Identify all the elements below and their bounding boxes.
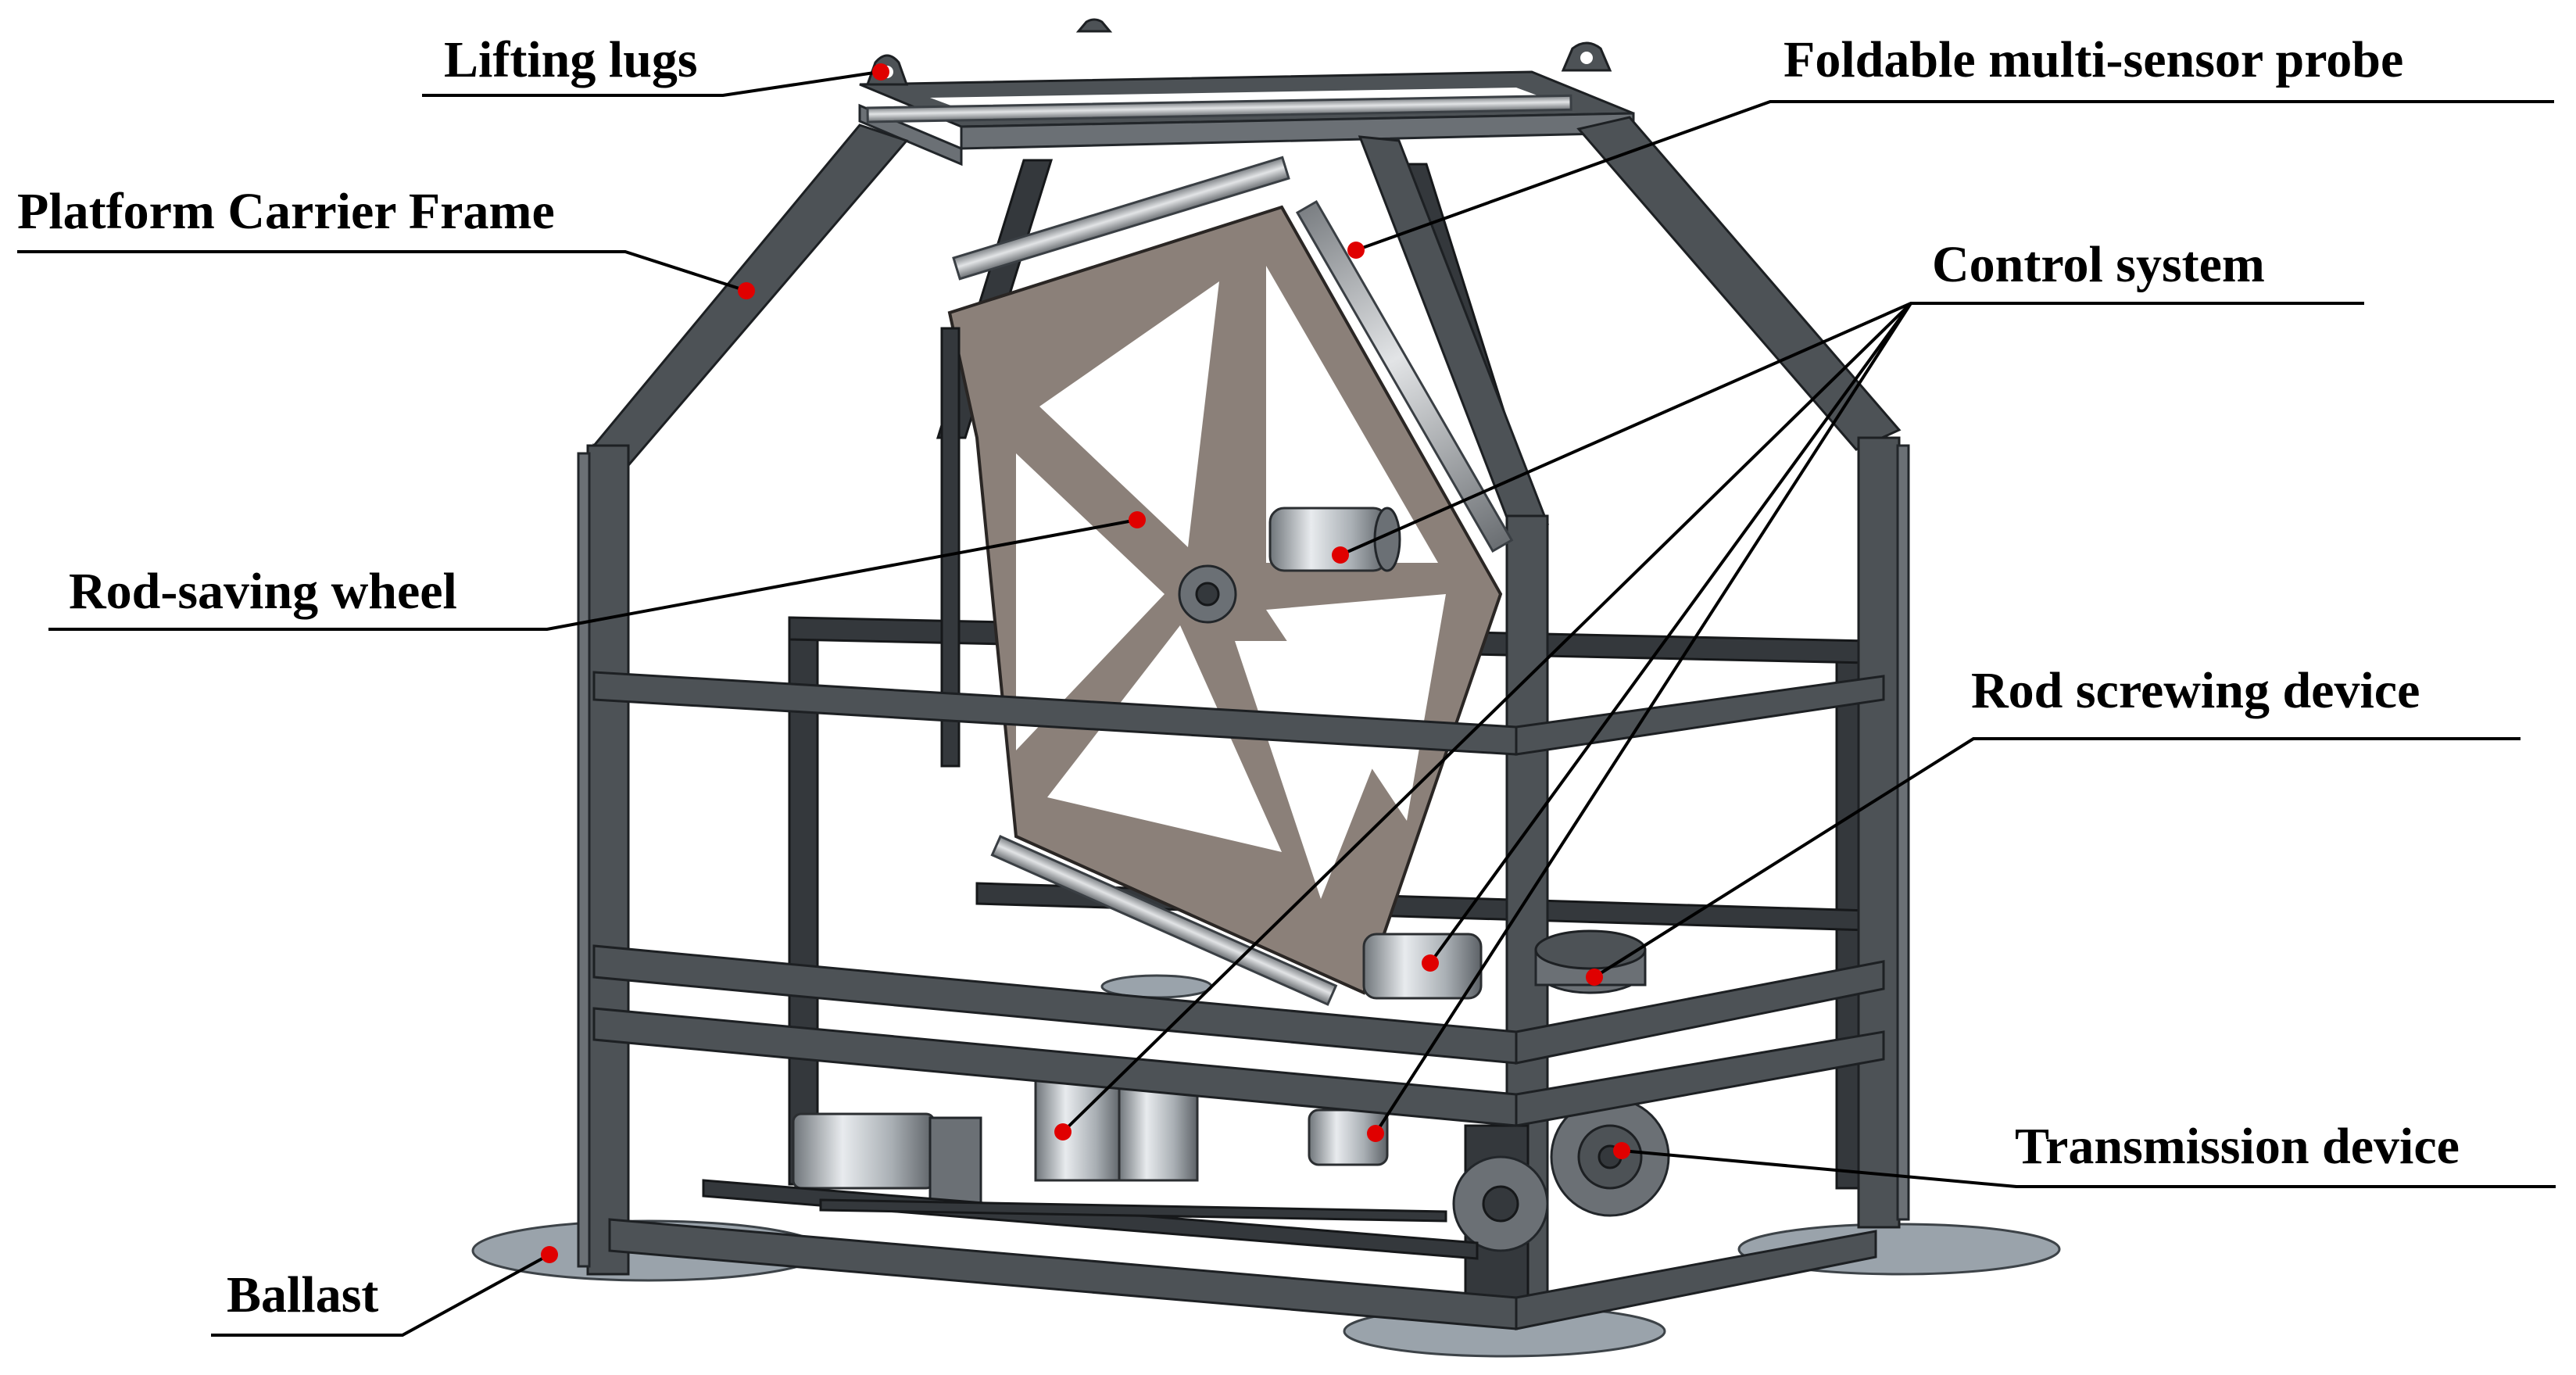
marker-platform-frame — [738, 282, 755, 299]
label-platform-frame: Platform Carrier Frame — [17, 183, 555, 240]
tier-beams — [592, 671, 1885, 1330]
leader-control-3 — [1429, 302, 1912, 965]
marker-control-mid — [1422, 954, 1439, 972]
label-transmission: Transmission device — [2015, 1118, 2460, 1175]
probe-tube-right — [1295, 199, 1514, 553]
beam-middle-side — [1515, 960, 1885, 1065]
leader-control-2 — [1061, 302, 1912, 1133]
marker-control-upper — [1332, 546, 1349, 564]
marker-dots — [541, 63, 1630, 1263]
lifting-lug-rear — [1075, 18, 1113, 33]
post-front-left — [586, 444, 630, 1276]
leader-lines — [17, 70, 2556, 1337]
marker-control-low — [1054, 1123, 1072, 1140]
rear-post-left — [788, 636, 819, 1186]
label-foldable-probe: Foldable multi-sensor probe — [1784, 31, 2403, 88]
marker-foldable-probe — [1347, 242, 1365, 259]
label-rod-saving-wheel: Rod-saving wheel — [69, 563, 457, 620]
top-frame — [858, 18, 1635, 167]
post-front-right — [1857, 436, 1901, 1229]
transmission-device — [1452, 1097, 1670, 1299]
leader-platform-frame — [17, 250, 747, 292]
marker-lifting-lugs — [872, 63, 889, 81]
beam-upper-side — [1515, 675, 1885, 756]
label-lifting-lugs: Lifting lugs — [444, 31, 698, 88]
top-frame-tube — [866, 94, 1572, 124]
leader-rod-saving-wheel — [48, 518, 1138, 631]
probe-tube-bottom — [990, 835, 1338, 1006]
marker-rod-saving-wheel — [1129, 511, 1146, 528]
marker-rod-screwing — [1586, 969, 1603, 986]
probe-tube-top — [952, 156, 1290, 281]
hex-diagonal-right — [1576, 116, 1902, 451]
leader-foldable-probe — [1355, 100, 2554, 252]
leader-rod-screwing — [1593, 737, 2521, 979]
label-ballast: Ballast — [227, 1266, 378, 1323]
marker-control-low-2 — [1367, 1125, 1384, 1142]
control-cylinder-upper — [1268, 507, 1389, 572]
marker-ballast — [541, 1246, 558, 1263]
leader-ballast — [211, 1253, 550, 1337]
beam-base-side — [1515, 1230, 1877, 1330]
rod-saving-wheel — [940, 156, 1514, 1006]
leader-control-4 — [1374, 302, 1912, 1135]
leader-transmission — [1621, 1149, 2556, 1188]
label-control-system: Control system — [1932, 236, 2265, 293]
marker-transmission — [1613, 1142, 1630, 1159]
leader-lifting-lugs — [422, 70, 880, 97]
labels: Lifting lugs Foldable multi-sensor probe… — [17, 31, 2460, 1323]
probe-rod-left — [940, 327, 961, 768]
label-rod-screwing: Rod screwing device — [1971, 662, 2420, 719]
motor-left — [792, 1112, 936, 1190]
